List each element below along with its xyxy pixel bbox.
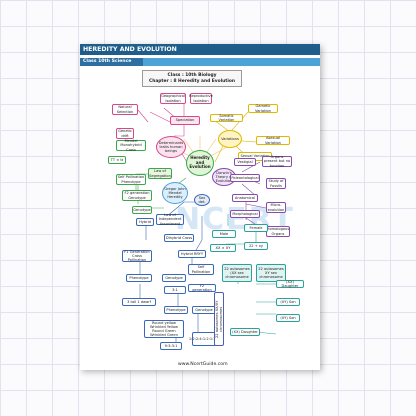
micro-evolution-node: Micro-evolution	[266, 202, 286, 213]
chapter-class: Class : 10th Biology	[167, 72, 217, 78]
ratio-series-node: 1:2:2:4:1:2:1:2:1	[189, 332, 219, 346]
f2-genotype-node: F2 generation Genotype	[122, 190, 152, 201]
gregor-mendel-node: Gregor John Mendel Heredity	[162, 182, 188, 204]
female-node: Female	[244, 224, 268, 232]
xy-son-node: (XY) Son	[276, 298, 300, 306]
autosomes-y-node: 22 autosomes XY sex chromosome	[256, 264, 286, 282]
mind-map-sheet: HEREDITY AND EVOLUTION Class 10th Scienc…	[80, 44, 320, 370]
xy-son2-node: (XY) Son	[276, 314, 300, 322]
paleontological-node: Paleontological	[230, 174, 260, 182]
xx-xy-node: XX × XY	[210, 244, 236, 252]
genotype-node: Genotype	[132, 206, 152, 214]
ratio-tall-dwarf-node: 3 tall 1 dwarf	[122, 298, 156, 306]
organs-no-function-node: Organs present but no function	[262, 155, 292, 168]
law-independent-node: Law of Independent Assortment	[156, 213, 184, 226]
phenotype-node: Phenotype	[126, 274, 152, 282]
anatomical-node: Anatomical	[232, 194, 258, 202]
genetic-drift-node: Genetic drift	[116, 128, 134, 139]
phenotype2-node: Phenotype	[164, 306, 188, 314]
study-fossils-node: Study of Fossils	[266, 178, 286, 189]
hybrid-node: Hybrid	[136, 218, 154, 226]
male-node: Male	[212, 230, 236, 238]
subtitle-stripe	[120, 58, 320, 66]
monohybrid-cross-node: Mendel Monohybrid Cross	[116, 139, 146, 152]
somatic-variation-node: Somatic Variation	[210, 114, 243, 122]
reproductive-isolation-node: Reproductive Isolation	[189, 93, 213, 104]
dihybrid-cross-node: Dihybrid Cross	[164, 234, 194, 242]
heredity-evolution-center-node: Heredity and Evolution	[186, 150, 214, 176]
vestigial-node: Vestigial	[234, 158, 256, 166]
hybrid-rryy-node: Hybrid RRYY	[178, 250, 206, 258]
round-yellow-node: Round yellow Wrinkled Yellow Round Green…	[144, 320, 184, 338]
sheet-title: HEREDITY AND EVOLUTION	[80, 44, 320, 55]
ratio-9331-node: 9:3:3:1	[160, 342, 182, 350]
xx-daughter2-node: (XX) Daughter	[230, 328, 260, 336]
asexual-variation-node: Asexual Variation	[256, 136, 290, 145]
sex-determination-node: Sex det.	[194, 194, 210, 206]
f2-generation-node: F2 generation	[188, 284, 216, 292]
footer-url: www.NcertGuide.com	[178, 362, 228, 367]
homologous-organs-node: Homologous Organs	[266, 226, 290, 237]
chapter-header: Class : 10th Biology Chapter : 8 Heredit…	[142, 70, 242, 87]
xx-daughter-node: (XX) Daughter	[276, 280, 304, 288]
law-segregation-node: Law of Segregation	[148, 168, 172, 179]
autosomes-x-node: 22 autosomes (XX sex chromosome	[222, 264, 252, 282]
morphological-node: Morphological	[230, 210, 260, 218]
genotype3-node: Genotype	[192, 306, 216, 314]
chapter-name: Chapter : 8 Heredity and Evolution	[148, 79, 236, 84]
self-pollination2-node: Self Pollination	[188, 264, 214, 275]
gametic-variation-node: Gametic Variation	[248, 104, 278, 113]
xy-sex-node: 22 + xy	[244, 242, 268, 250]
genotype2-node: Genotype	[162, 274, 186, 282]
geographical-isolation-node: Geographical Isolation	[160, 93, 186, 104]
speciation-node: Speciation	[170, 116, 200, 125]
natural-selection-node: Natural Selection	[112, 104, 138, 115]
f1-generation-node: F1 Generation Cross Pollination	[122, 250, 152, 262]
ratio-3-1-node: 3:1	[164, 286, 186, 294]
tt-cross-node: TT × tt	[108, 156, 126, 164]
variations-node: Variations	[218, 130, 242, 148]
chromosome-vertical-node: 22 autosomes XX/XY chromosomes	[214, 292, 224, 346]
self-pollination-phenotype-node: Self Pollination Phenotype	[116, 174, 146, 185]
determinants-traits-node: Determinants traits human beings	[156, 136, 186, 158]
sheet-subtitle: Class 10th Science	[80, 58, 143, 66]
